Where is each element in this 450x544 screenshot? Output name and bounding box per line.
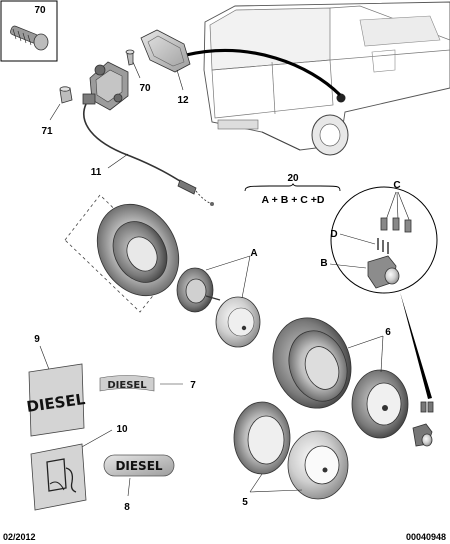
grommet-71: 71: [41, 86, 73, 137]
callout-11: 11: [91, 167, 102, 178]
kit-20-formula: 20 A + B + C +D: [244, 173, 341, 206]
callout-5: 5: [242, 497, 248, 508]
callout-70: 70: [139, 83, 151, 94]
latch-actuator-assembly: [82, 61, 129, 111]
callout-12: 12: [177, 95, 189, 106]
callout-b: B: [320, 258, 327, 269]
callout-6: 6: [385, 327, 391, 338]
detail-pointer: [400, 292, 432, 399]
fuel-flap-12: 12: [140, 29, 191, 106]
screw-icon: [10, 25, 49, 51]
cap-5: [287, 430, 349, 500]
callout-a-leaders: A: [205, 248, 258, 299]
kit-formula: A + B + C +D: [262, 194, 325, 206]
callout-7: 7: [190, 380, 196, 391]
fuel-pump-icon: [46, 458, 77, 493]
callout-5-leaders: 5: [242, 473, 303, 508]
diesel-curved-text: DIESEL: [107, 380, 147, 391]
vehicle-rear-view: [203, 1, 450, 156]
small-clip-parts: [412, 401, 434, 447]
footer-reference: 00040948: [406, 532, 446, 542]
cap-component-a-outer: [215, 296, 261, 348]
callout-70-box: 70: [34, 5, 46, 16]
callout-10: 10: [116, 424, 128, 435]
diesel-badge-8: DIESEL 8: [103, 454, 175, 513]
fuel-sticker-10: 10: [30, 424, 128, 511]
callout-71: 71: [41, 126, 53, 137]
detail-circle: C D B: [320, 180, 438, 294]
callout-d: D: [330, 229, 337, 240]
callout-8: 8: [124, 502, 130, 513]
pins-d: [377, 238, 389, 254]
callout-a: A: [250, 248, 257, 259]
diesel-plate-9: 9 DIESEL: [25, 334, 87, 437]
callout-9: 9: [34, 334, 40, 345]
housing-6: [272, 317, 352, 409]
cap-6: [351, 369, 409, 439]
housing-5: [233, 401, 291, 475]
callout-20: 20: [287, 173, 299, 184]
cap-component-a-inner: [176, 267, 221, 313]
screw-70-box: 70: [0, 0, 58, 62]
callout-6-leaders: 6: [347, 327, 391, 373]
lock-barrel-b: [367, 255, 400, 289]
diesel-oval-text: DIESEL: [115, 459, 162, 473]
diesel-badge-7: DIESEL 7: [99, 375, 196, 392]
footer-date: 02/2012: [3, 532, 36, 542]
filler-housing-assembly: [64, 194, 180, 313]
location-arrow-12: [185, 48, 342, 97]
clip-set-c: [380, 217, 412, 233]
screw-70: 70: [125, 49, 151, 94]
callout-c: C: [393, 180, 400, 191]
release-cable-11: 11: [83, 103, 214, 206]
